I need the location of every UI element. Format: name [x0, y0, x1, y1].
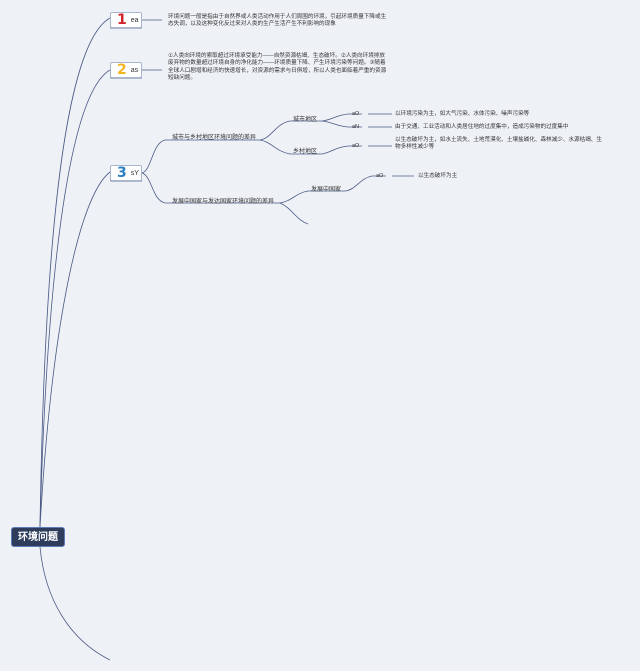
link-city-an [321, 120, 362, 128]
connector-root-2 [39, 69, 111, 528]
root-node[interactable]: 环境问题 [11, 527, 65, 547]
connector-root-1 [39, 17, 111, 528]
link-dev-developing [279, 190, 345, 204]
link-urban-rural [259, 139, 322, 155]
branch-3-box[interactable]: 3 sY [110, 165, 142, 181]
developing-label[interactable]: 发展中国家 [311, 187, 342, 193]
link-urban-city [259, 120, 322, 141]
branch-1-number: 1 [117, 12, 127, 28]
city-item-2-text: 由于交通、工业活动和人类居住地的过度集中，造成污染物的过度集中 [395, 124, 569, 130]
connector-root-lower [39, 546, 111, 661]
link-3-urban [141, 139, 260, 174]
link-developing-ao [344, 175, 386, 192]
branch-2-text: ①人类向环境的索取超过环境承受能力——自然资源枯竭、生态破坏。②人类向环境排放废… [168, 53, 387, 82]
city-label[interactable]: 城市地区 [293, 117, 318, 123]
rural-label[interactable]: 乡村地区 [293, 149, 318, 155]
city-item-1-tag: aO [352, 111, 360, 117]
link-city-ao [321, 113, 362, 122]
link-dev-down [279, 202, 309, 225]
branch-1-text: 环境问题一般是指由于自然界或人类活动作用于人们周围的环境，引起环境质量下降或生态… [168, 14, 387, 28]
branch-3-tag: sY [130, 169, 139, 177]
branch-1-tag: ea [130, 16, 139, 24]
link-3-dev [141, 172, 280, 204]
developing-item-1-text: 以生态破坏为主 [418, 173, 458, 179]
branch-3-number: 3 [117, 165, 127, 181]
developing-item-1-tag: aO [376, 173, 384, 179]
connector-root-3 [39, 171, 111, 528]
rural-item-1-text: 以生态破坏为主，如水土流失、土地荒漠化、土壤盐碱化、森林减少、水源枯竭、生物多样… [395, 137, 602, 151]
dev-countries-label[interactable]: 发展中国家与发达国家环境问题的差异 [172, 199, 275, 205]
city-item-1-text: 以环境污染为主，如大气污染、水体污染、噪声污染等 [395, 111, 530, 117]
branch-2-tag: as [130, 66, 139, 74]
rural-item-1-tag: aO [352, 143, 360, 149]
branch-1-box[interactable]: 1 ea [110, 12, 142, 28]
urban-rural-label[interactable]: 城市与乡村地区环境问题的差异 [172, 135, 257, 141]
branch-2-number: 2 [117, 62, 127, 78]
branch-2-box[interactable]: 2 as [110, 62, 142, 78]
link-rural-ao [321, 145, 362, 155]
city-item-2-tag: aN [352, 124, 360, 130]
